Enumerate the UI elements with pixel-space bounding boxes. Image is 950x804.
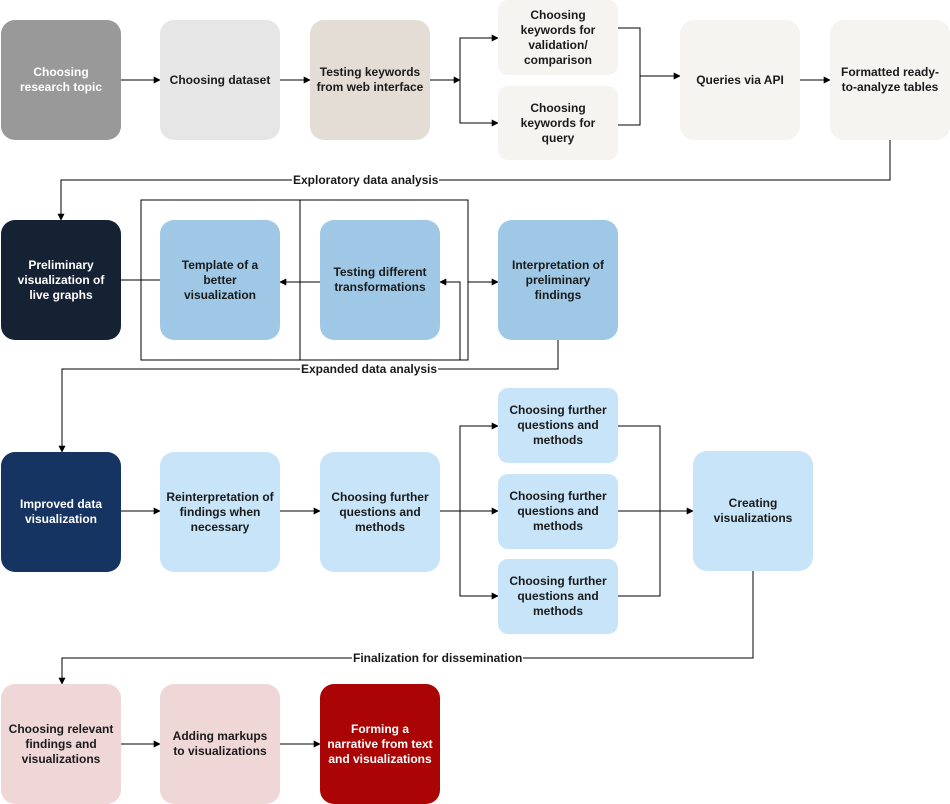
edge-loop-transform bbox=[300, 278, 461, 361]
edge-expanded bbox=[58, 340, 559, 453]
edge-further-top bbox=[459, 422, 499, 511]
node-template-visualization[interactable]: Template of a better visualization bbox=[160, 220, 280, 340]
edge-validation-join bbox=[618, 27, 641, 76]
edge-split-query bbox=[459, 80, 499, 127]
node-further-questions-2[interactable]: Choosing further questions and methods bbox=[498, 474, 618, 549]
edge-split-validation bbox=[459, 34, 499, 80]
node-improved-visualization[interactable]: Improved data visualization bbox=[1, 452, 121, 572]
edge-finalization bbox=[58, 571, 754, 685]
edge-top-join bbox=[618, 425, 661, 511]
node-relevant-findings[interactable]: Choosing relevant findings and visualiza… bbox=[1, 684, 121, 804]
node-queries-via-api[interactable]: Queries via API bbox=[680, 20, 800, 140]
node-choosing-dataset[interactable]: Choosing dataset bbox=[160, 20, 280, 140]
node-further-questions-3[interactable]: Choosing further questions and methods bbox=[498, 559, 618, 634]
node-further-questions-main[interactable]: Choosing further questions and methods bbox=[320, 452, 440, 572]
node-testing-transformations[interactable]: Testing different transformations bbox=[320, 220, 440, 340]
edge-bottom-join bbox=[618, 511, 661, 597]
node-creating-visualizations[interactable]: Creating visualizations bbox=[693, 451, 813, 571]
label-expanded-analysis: Expanded data analysis bbox=[300, 362, 439, 376]
node-keywords-validation[interactable]: Choosing keywords for validation/ compar… bbox=[498, 0, 618, 75]
node-interpretation-findings[interactable]: Interpretation of preliminary findings bbox=[498, 220, 618, 340]
edge-further-bottom bbox=[459, 511, 499, 600]
edge-query-join bbox=[618, 76, 641, 126]
node-forming-narrative[interactable]: Forming a narrative from text and visual… bbox=[320, 684, 440, 804]
node-formatted-tables[interactable]: Formatted ready-to-analyze tables bbox=[830, 20, 950, 140]
edge-exploratory bbox=[57, 140, 891, 221]
node-further-questions-1[interactable]: Choosing further questions and methods bbox=[498, 388, 618, 463]
node-choosing-research-topic[interactable]: Choosing research topic bbox=[1, 20, 121, 140]
edge-box-interpretation bbox=[467, 200, 499, 286]
node-keywords-query[interactable]: Choosing keywords for query bbox=[498, 86, 618, 160]
node-preliminary-visualization[interactable]: Preliminary visualization of live graphs bbox=[1, 220, 121, 340]
label-finalization: Finalization for dissemination bbox=[352, 651, 524, 665]
node-adding-markups[interactable]: Adding markups to visualizations bbox=[160, 684, 280, 804]
node-reinterpretation[interactable]: Reinterpretation of findings when necess… bbox=[160, 452, 280, 572]
node-testing-keywords[interactable]: Testing keywords from web interface bbox=[310, 20, 430, 140]
label-exploratory-analysis: Exploratory data analysis bbox=[292, 173, 440, 187]
